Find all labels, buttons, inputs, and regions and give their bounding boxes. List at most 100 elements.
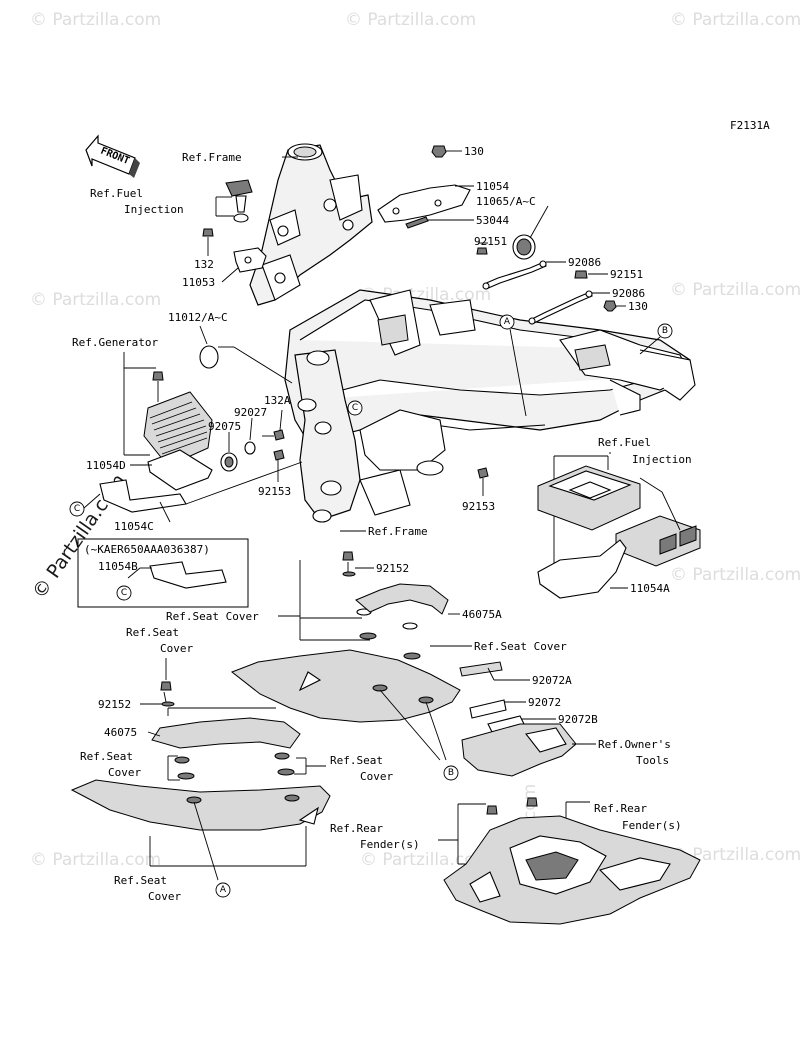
part-label-92086: 92086	[612, 287, 645, 300]
ref-label: Cover	[360, 770, 393, 783]
callout-C-mid: C	[347, 400, 363, 416]
strap-92086-b: 92151 92086	[528, 268, 645, 325]
part-label-46075A: 46075A	[462, 608, 502, 621]
callout-C-left: C	[69, 501, 85, 517]
watermark-text: © Partzilla.com	[670, 845, 800, 865]
seat-cover-stack-upper: 92152 Ref.Seat Cover 46075A Ref.Seat Cov…	[166, 551, 567, 761]
strap-92072A: 92072A	[459, 661, 572, 687]
part-label-130: 130	[464, 145, 484, 158]
part-label-132: 132	[194, 258, 214, 271]
grommet-11012: 11012/A~C	[168, 311, 293, 384]
callout-B-top: B	[639, 323, 673, 355]
part-label-92086: 92086	[568, 256, 601, 269]
part-label-92072B: 92072B	[558, 713, 598, 726]
part-label-92072: 92072	[528, 696, 561, 709]
part-label-92027: 92027	[234, 406, 267, 419]
ref-label: Ref.Generator	[72, 336, 158, 349]
callout-letter: A	[220, 885, 227, 895]
ref-label: Ref.Seat	[80, 750, 133, 763]
part-label-11054C: 11054C	[114, 520, 154, 533]
bracket-11054: 11054	[377, 180, 509, 223]
bolt-130-top: 130	[431, 145, 484, 158]
watermark-text: © Partzilla.com	[30, 290, 161, 310]
ref-label: Cover	[108, 766, 141, 779]
figure-id: F2131A	[730, 119, 770, 132]
ref-label: Ref.Seat Cover	[166, 610, 259, 623]
owners-tool-kit: Ref.Owner's Tools	[461, 723, 671, 777]
strap-92072: 92072	[469, 696, 561, 719]
callout-A-lower: A	[215, 882, 231, 898]
watermark-text: © Partzilla.com	[30, 850, 161, 870]
strap-92072B: 92072B	[487, 713, 598, 733]
callout-letter: B	[448, 768, 454, 778]
part-label-132A: 132A	[264, 394, 291, 407]
watermark-text: © Partzilla.com	[30, 10, 161, 30]
ref-label: Ref.Seat	[330, 754, 383, 767]
ref-label: Ref.Seat Cover	[474, 640, 567, 653]
callout-B-lower: B	[443, 765, 459, 781]
part-label-92072A: 92072A	[532, 674, 572, 687]
callout-letter: C	[74, 504, 80, 514]
strap-92086-a: 92151 92086	[474, 235, 601, 290]
main-frame	[249, 143, 696, 523]
ref-label: Ref.Rear	[330, 822, 383, 835]
part-label-46075: 46075	[104, 726, 137, 739]
part-label-92153: 92153	[462, 500, 495, 513]
ref-label: Tools	[636, 754, 669, 767]
ref-label: Ref.Frame	[368, 525, 428, 538]
ref-label: Ref.Seat	[126, 626, 179, 639]
part-label-11054A: 11054A	[630, 582, 670, 595]
part-label-11054D: 11054D	[86, 459, 126, 472]
watermark-text: © Partzilla.com	[345, 10, 476, 30]
ref-label: Injection	[632, 453, 692, 466]
part-label-130: 130	[628, 300, 648, 313]
ref-label: Ref.Seat	[114, 874, 167, 887]
ref-label: Ref.Fuel	[90, 187, 143, 200]
watermark-text: © Partzilla.com	[670, 10, 800, 30]
ref-label: Cover	[148, 890, 181, 903]
part-label-53044: 53044	[476, 214, 509, 227]
bolt-92153-right: 92153	[462, 467, 495, 513]
ref-label: Fender(s)	[622, 819, 682, 832]
part-label-11065: 11065/A~C	[476, 195, 536, 208]
ref-label: Ref.Rear	[594, 802, 647, 815]
ref-label: Ref.Owner's	[598, 738, 671, 751]
part-label-11012: 11012/A~C	[168, 311, 228, 324]
bolt-130-right: 130	[603, 300, 648, 313]
ref-frame-mid: Ref.Frame	[340, 525, 428, 538]
part-label-92075: 92075	[208, 420, 241, 433]
part-label-11053: 11053	[182, 276, 215, 289]
callout-letter: C	[352, 403, 358, 413]
grommet-92075: 92075	[208, 420, 241, 472]
bracket-11053: 132 11053	[182, 228, 267, 289]
ref-label: Ref.Frame	[182, 151, 242, 164]
rear-fender-assembly: Ref.Rear Fender(s) Ref.Rear Fender(s)	[330, 797, 701, 925]
part-label-92151: 92151	[474, 235, 507, 248]
serial-note-box: (~KAER650AAA036387) 11054B	[77, 538, 249, 608]
ref-label: Injection	[124, 203, 184, 216]
ecu-assembly: Ref.Fuel Injection 11054A	[537, 436, 701, 599]
callout-C-box: C	[116, 585, 132, 601]
callout-letter: B	[662, 326, 668, 336]
callout-letter: A	[504, 317, 511, 327]
part-label-11054: 11054	[476, 180, 509, 193]
fuel-injection-sensor: Ref.Fuel Injection	[90, 179, 253, 223]
watermark-text: © Partzilla.com	[670, 565, 800, 585]
callout-letter: C	[121, 588, 127, 598]
part-label-92152: 92152	[376, 562, 409, 575]
callout-A-top: A	[499, 314, 527, 417]
watermark-text: © Partzilla.com	[670, 280, 800, 300]
front-arrow-icon: FRONT	[85, 134, 140, 178]
part-label-11054B: 11054B	[98, 560, 138, 573]
ref-frame-top: Ref.Frame	[182, 151, 298, 164]
ref-label: Fender(s)	[360, 838, 420, 851]
regulator-assembly: Ref.Generator 11054D 11054C	[72, 336, 303, 533]
bolt-132A: 132A	[262, 394, 291, 441]
part-label-92153: 92153	[258, 485, 291, 498]
ref-label: Cover	[160, 642, 193, 655]
bolt-92153-left: 92153	[258, 449, 291, 498]
serial-note: (~KAER650AAA036387)	[84, 543, 210, 556]
collar-92027: 92027	[234, 406, 267, 455]
